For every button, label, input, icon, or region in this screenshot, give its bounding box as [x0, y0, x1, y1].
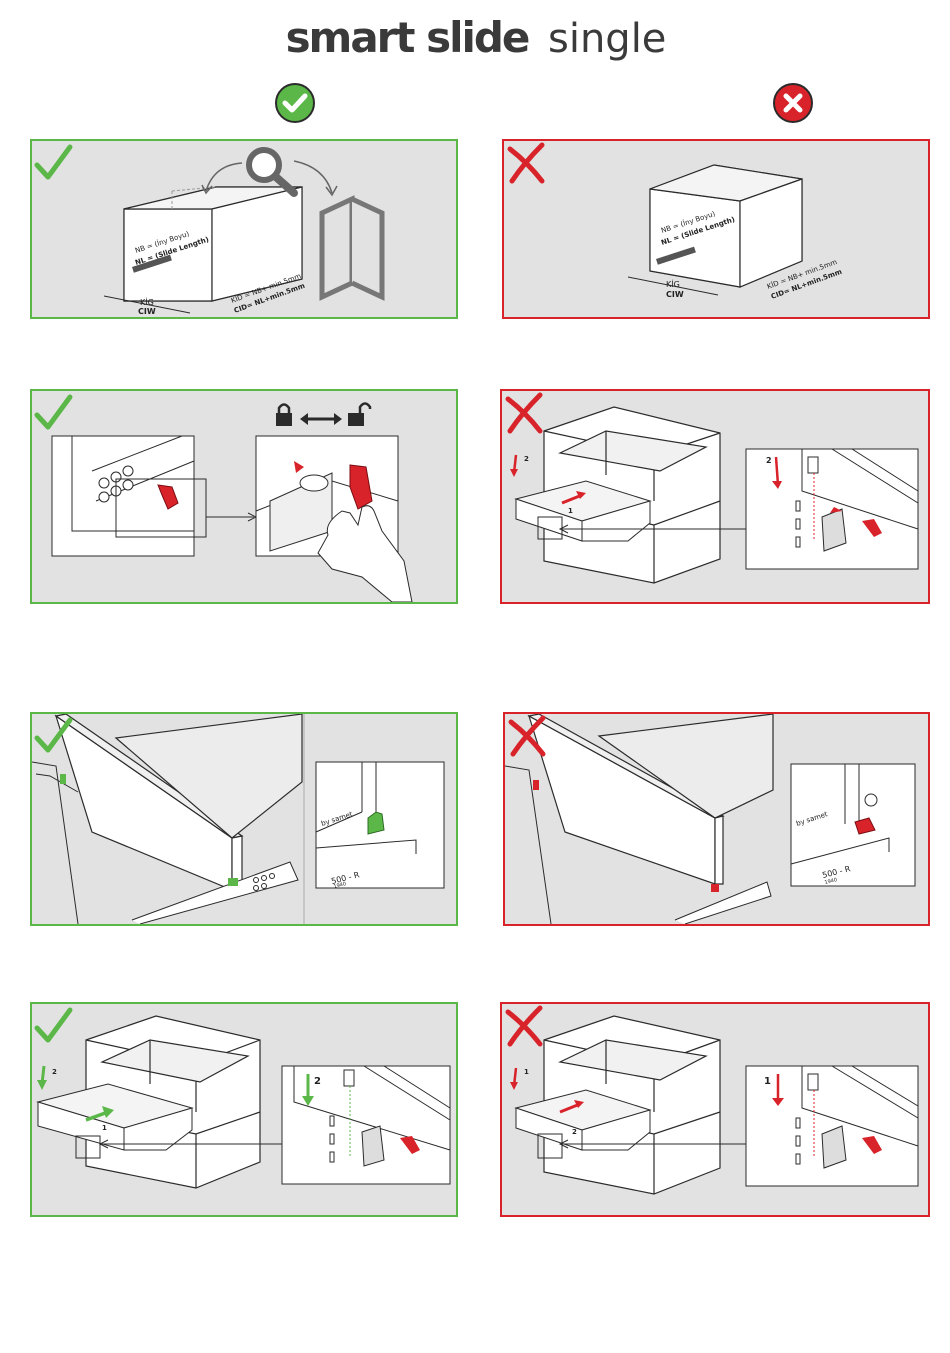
panel-measure-wrong: NB = (İny Boyu) NL = (Slide Length) KİG … — [502, 139, 930, 319]
inset-step-label: 2 — [314, 1076, 321, 1087]
cross-mark-icon — [504, 141, 548, 185]
step-label-2: 2 — [52, 1068, 57, 1076]
padlock-closed-icon — [276, 405, 292, 427]
panel-install-wrong-a: 1 2 2 — [500, 389, 930, 604]
checkmark-icon — [32, 391, 74, 433]
brand-variant: single — [548, 16, 666, 62]
inset-step-label: 1 — [764, 1076, 771, 1087]
manual-icon — [322, 199, 382, 297]
checkmark-icon — [32, 1004, 74, 1046]
padlock-open-icon — [348, 404, 370, 427]
inset-step-label: 2 — [766, 456, 772, 465]
brand-title: smart slide — [286, 13, 529, 62]
double-arrow-icon — [300, 413, 342, 425]
checkmark-icon — [32, 141, 74, 183]
panel-clip-wrong: by samet 500 - R 1940 — [503, 712, 930, 926]
x-circle-icon — [772, 82, 814, 124]
step-label-2: 2 — [572, 1128, 577, 1136]
label-ciw: CIW — [138, 307, 156, 316]
cross-mark-icon — [502, 391, 546, 435]
panel-lock-correct — [30, 389, 458, 604]
panel-install-wrong-b: 2 1 1 — [500, 1002, 930, 1217]
cross-mark-icon — [502, 1004, 546, 1048]
label-ciw: CIW — [666, 290, 684, 299]
label-kig: KİG — [666, 279, 680, 289]
step-label-2: 2 — [524, 455, 529, 463]
step-label-1: 1 — [568, 507, 573, 515]
label-kig: KİG — [140, 297, 154, 307]
check-circle-icon — [274, 82, 316, 124]
panel-install-correct: 1 2 2 — [30, 1002, 458, 1217]
step-label-1: 1 — [102, 1124, 107, 1132]
checkmark-icon — [32, 714, 74, 756]
panel-clip-correct: by samet 500 - R 1940 — [30, 712, 458, 926]
panel-measure-correct: NB = (İny Boyu) NL = (Slide Length) KİG … — [30, 139, 458, 319]
brand-header: smart slide single — [0, 10, 950, 70]
step-label-1: 1 — [524, 1068, 529, 1076]
cross-mark-icon — [505, 714, 549, 758]
